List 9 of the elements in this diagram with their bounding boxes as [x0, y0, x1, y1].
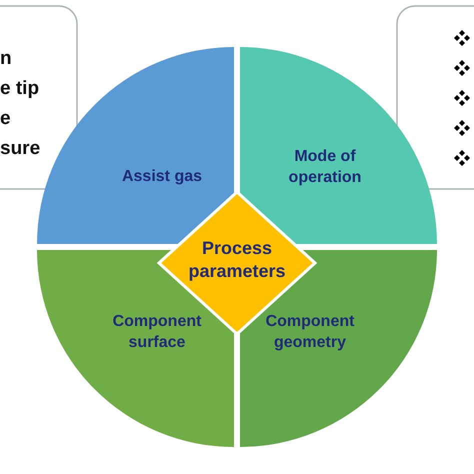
list-item-text: e tip — [0, 77, 40, 101]
segment-label: Assist gas — [120, 167, 204, 187]
list-item-text: sure — [0, 137, 40, 161]
list-item-text: n — [0, 47, 12, 71]
list-item-text: e — [0, 107, 11, 131]
center-label: Process parameters — [187, 237, 287, 284]
segment-label: Mode of operation — [288, 147, 362, 188]
segment-label: Component geometry — [264, 312, 356, 353]
segment-label: Component surface — [112, 312, 202, 353]
